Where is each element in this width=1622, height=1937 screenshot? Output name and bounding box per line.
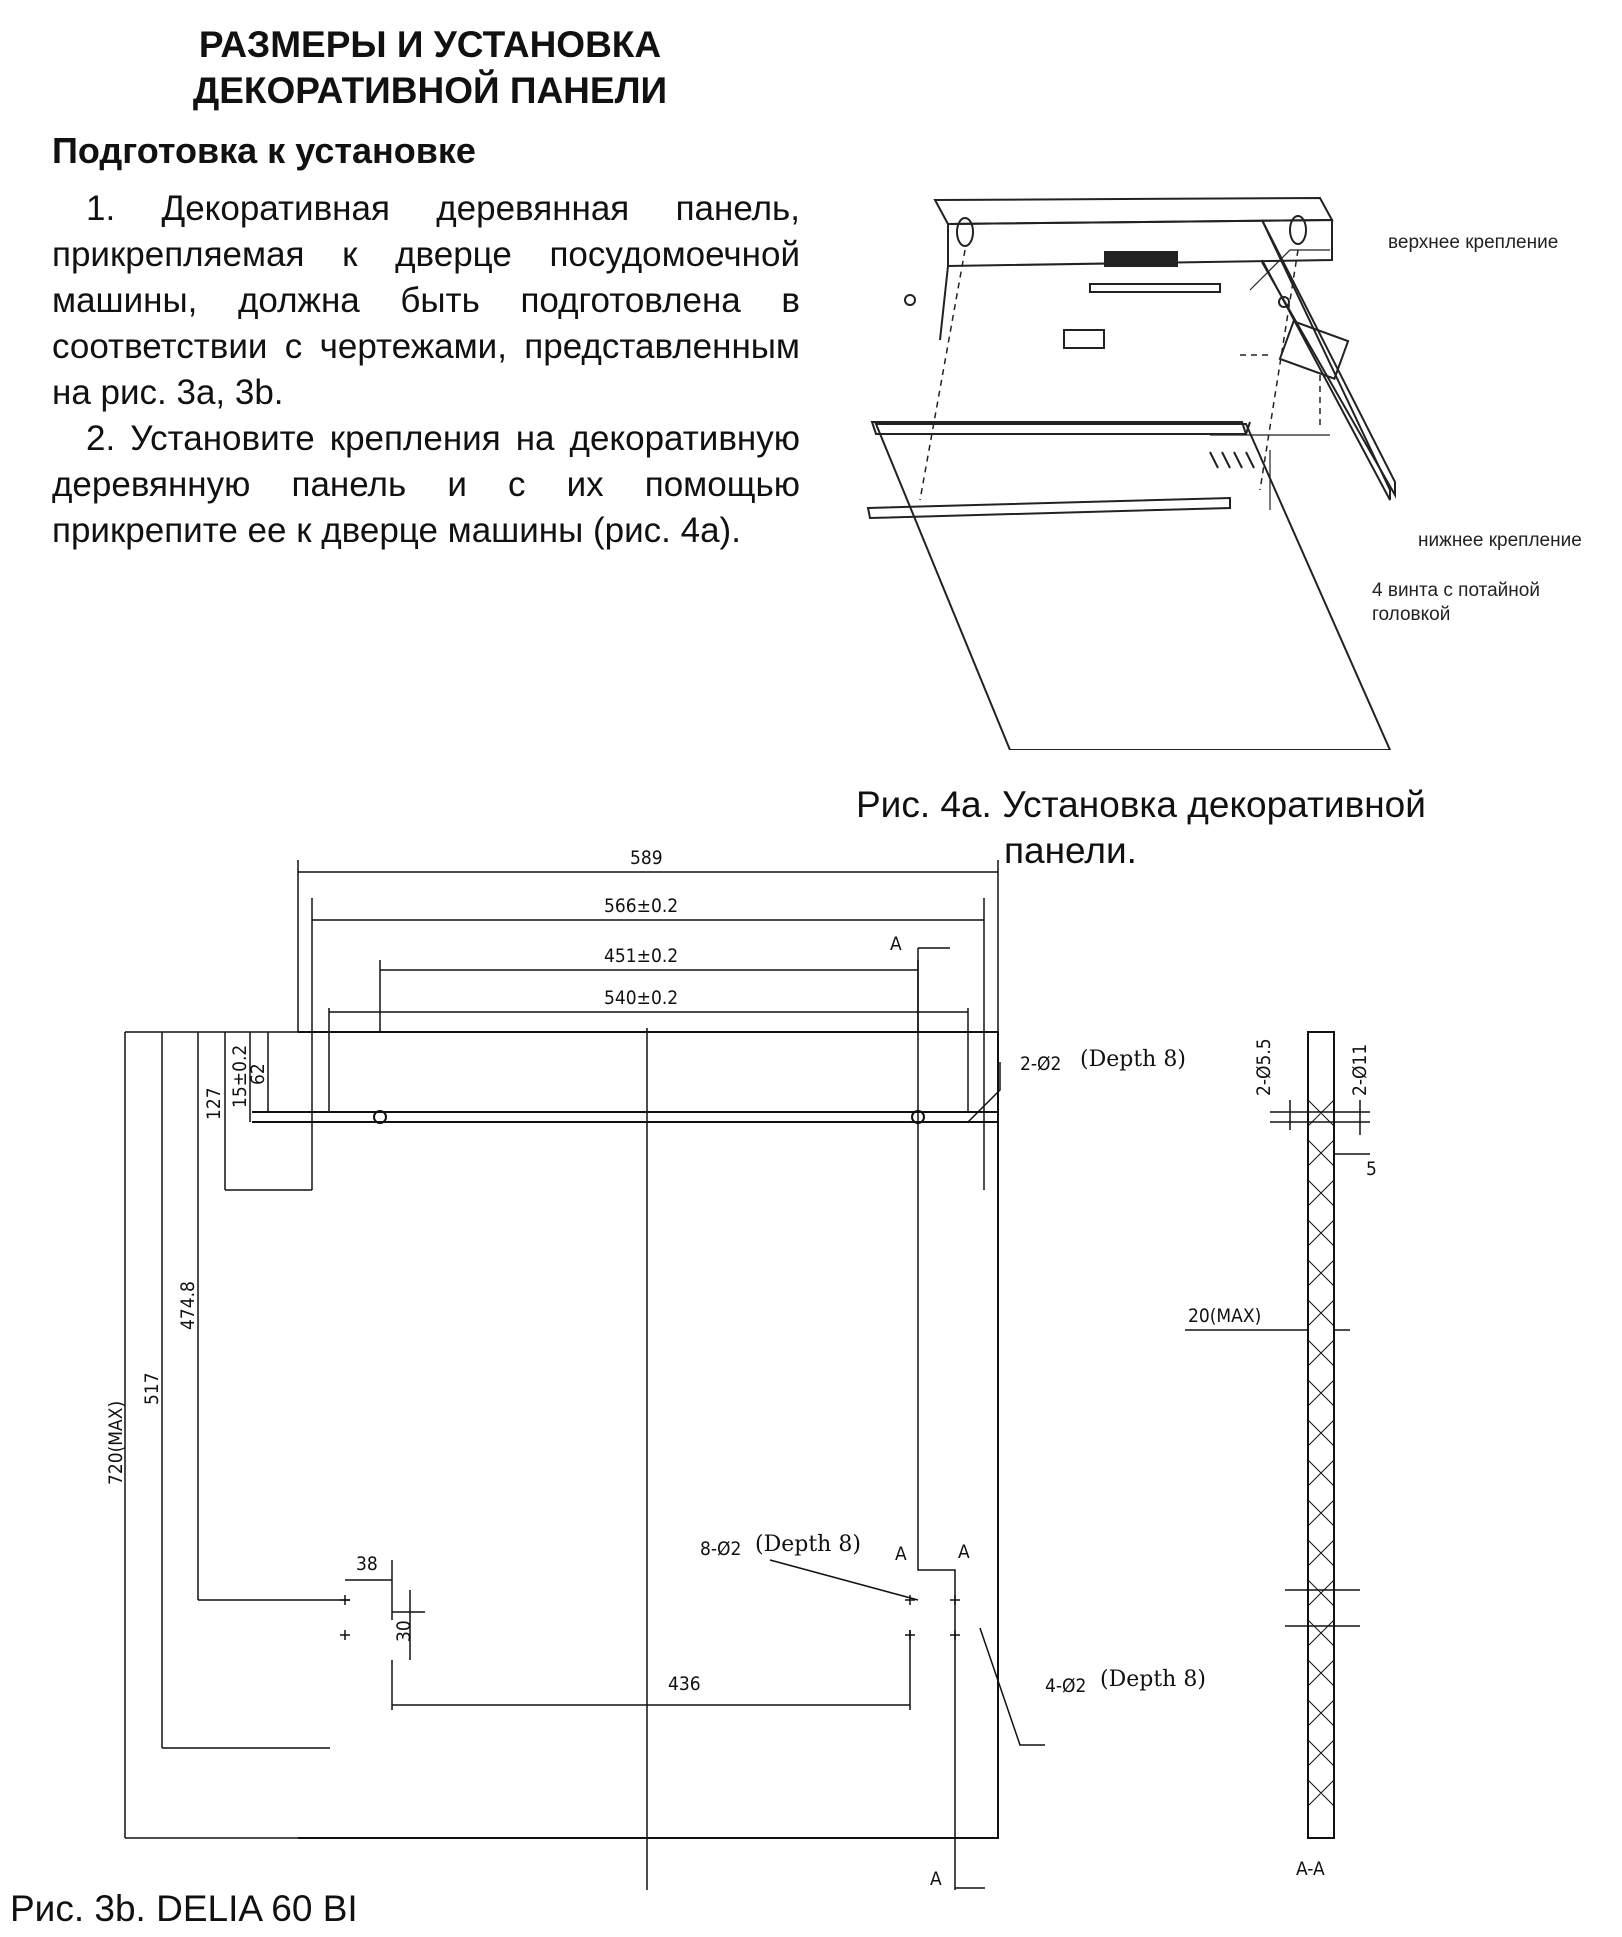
- hole-label-low: 4-Ø2: [1045, 1675, 1086, 1697]
- panel-rail: [866, 496, 1231, 520]
- dim-517: 517: [141, 1372, 163, 1405]
- paragraph-1: 1. Декоративная деревянная панель, прикр…: [52, 189, 800, 412]
- hole-label-mid: 8-Ø2: [700, 1538, 741, 1560]
- bottom-bracket: [1278, 320, 1350, 380]
- dim-15: 15±0.2: [229, 1045, 251, 1108]
- caption-4a-line-1: Рис. 4а. Установка декоративной: [856, 784, 1426, 825]
- caption-fig-4a: Рис. 4а. Установка декоративной панели.: [856, 782, 1426, 874]
- label-screws-1: 4 винта с потайной: [1372, 580, 1540, 601]
- dim-436: 436: [668, 1673, 701, 1695]
- hole-label-top: 2-Ø2: [1020, 1053, 1061, 1075]
- dim-127: 127: [203, 1087, 225, 1120]
- paragraph-2: 2. Установите крепления на декоративную …: [52, 419, 800, 550]
- section-label-aa: A-A: [1296, 1858, 1325, 1880]
- top-hole-left: [373, 1110, 387, 1124]
- dim-589: 589: [630, 847, 663, 869]
- panel-outline: [298, 1031, 999, 1839]
- caption-fig-3b: Рис. 3b. DELIA 60 BI: [10, 1888, 358, 1929]
- caption-4a-line-2: панели.: [1004, 830, 1137, 871]
- label-screws-2: головкой: [1372, 604, 1451, 625]
- top-mount-right: [1289, 215, 1307, 245]
- door-front-face: [947, 218, 1333, 268]
- dim-30: 30: [393, 1620, 415, 1642]
- screw-group: [1209, 451, 1255, 469]
- section-aa-panel: [1307, 1031, 1335, 1839]
- dim-451: 451±0.2: [604, 945, 678, 967]
- section-dim-5-5: 2-Ø5.5: [1253, 1038, 1275, 1096]
- hole-depth-mid: (Depth 8): [755, 1532, 861, 1557]
- hole-depth-low: (Depth 8): [1100, 1667, 1206, 1692]
- title-line-1: РАЗМЕРЫ И УСТАНОВКА: [198, 24, 662, 65]
- label-bottom-mount: нижнее крепление: [1418, 530, 1582, 551]
- top-mount-left: [956, 217, 974, 247]
- section-dim-5: 5: [1366, 1158, 1377, 1180]
- figure-4a-drawing: [866, 196, 1396, 750]
- title-line-2: ДЕКОРАТИВНОЙ ПАНЕЛИ: [192, 70, 668, 111]
- section-marker-mid-2: A: [958, 1541, 970, 1563]
- dim-540: 540±0.2: [604, 987, 678, 1009]
- dim-566: 566±0.2: [604, 895, 678, 917]
- section-marker-mid-1: A: [895, 1543, 907, 1565]
- section-dim-11: 2-Ø11: [1349, 1044, 1371, 1096]
- section-subtitle: Подготовка к установке: [52, 130, 476, 171]
- page-title: РАЗМЕРЫ И УСТАНОВКА ДЕКОРАТИВНОЙ ПАНЕЛИ: [130, 22, 730, 114]
- dim-38: 38: [356, 1553, 378, 1575]
- screw-left: [904, 294, 916, 306]
- hole-depth-top: (Depth 8): [1080, 1047, 1186, 1072]
- section-marker-bottom: A: [930, 1868, 942, 1890]
- dim-474: 474.8: [177, 1281, 199, 1330]
- section-cut-line: [917, 948, 956, 1890]
- dim-62: 62: [247, 1063, 269, 1085]
- section-marker-top: A: [890, 933, 902, 955]
- decorative-panel-front: [874, 423, 1392, 750]
- door-side: [1261, 219, 1391, 501]
- dim-720: 720(MAX): [105, 1401, 127, 1485]
- figure-3b-drawing: 589 566±0.2 451±0.2 540±0.2 A A A A 720(…: [105, 847, 1377, 1890]
- label-top-mount: верхнее крепление: [1388, 232, 1559, 253]
- top-hole-right: [911, 1110, 925, 1124]
- screw-right: [1278, 296, 1290, 308]
- door-handle: [1104, 251, 1178, 267]
- section-dim-20: 20(MAX): [1188, 1305, 1261, 1327]
